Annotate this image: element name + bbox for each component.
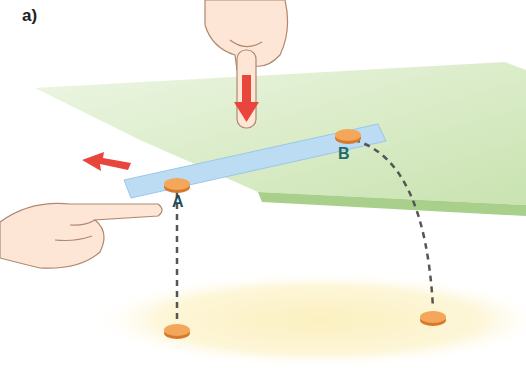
press-arrow bbox=[234, 75, 259, 122]
coin-a-floor bbox=[164, 324, 190, 339]
flicking-hand bbox=[0, 203, 162, 268]
pressing-hand bbox=[205, 0, 288, 128]
ruler bbox=[124, 124, 386, 198]
figure-label: a) bbox=[22, 6, 37, 26]
coin-a bbox=[164, 178, 190, 193]
coin-b-floor bbox=[420, 311, 446, 326]
table-edge bbox=[258, 192, 526, 216]
trajectory-b bbox=[354, 140, 433, 308]
flick-arrow bbox=[82, 152, 131, 171]
coin-b bbox=[335, 129, 361, 144]
floor bbox=[90, 272, 526, 368]
table-top bbox=[35, 62, 526, 205]
point-label: A bbox=[172, 193, 184, 211]
point-label: B bbox=[338, 145, 350, 163]
trajectory-a bbox=[176, 192, 179, 322]
